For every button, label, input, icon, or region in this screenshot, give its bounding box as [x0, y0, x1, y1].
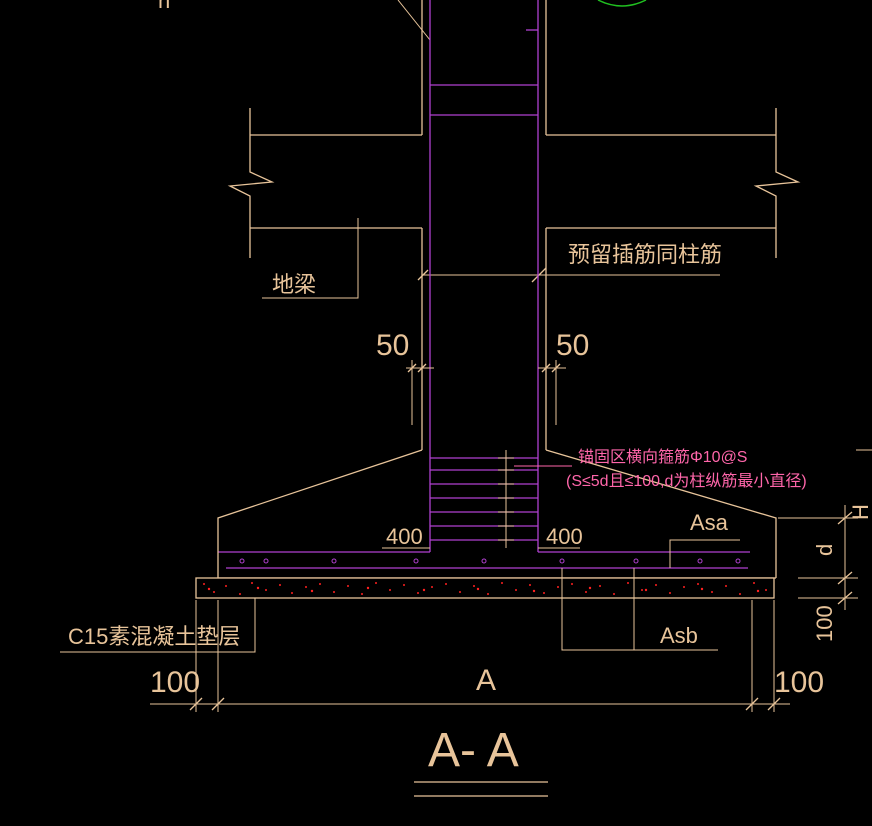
svg-text:C15素混凝土垫层: C15素混凝土垫层 [68, 624, 240, 649]
top-cut-text: h [158, 0, 170, 13]
svg-text:50: 50 [376, 329, 409, 362]
column-rebar [218, 0, 750, 569]
asb-label: Asb [561, 568, 718, 651]
offset-dimension-left: 50 [376, 329, 434, 425]
asa-label: Asa [669, 510, 740, 568]
bottom-dimension-chain [150, 600, 790, 712]
dim-side-h: H [848, 504, 872, 520]
dim-side-100: 100 [812, 605, 837, 642]
concrete-cushion [195, 577, 775, 599]
top-leader-line [397, 0, 431, 41]
svg-text:Asb: Asb [660, 623, 698, 648]
svg-text:A- A: A- A [428, 724, 519, 777]
anchor-dimension-right: 400 [538, 524, 583, 549]
svg-text:Asa: Asa [690, 510, 729, 535]
dim-side-d: d [812, 544, 837, 556]
cushion-aggregate [203, 582, 767, 595]
svg-text:400: 400 [546, 524, 583, 549]
bottom-bar-dots [239, 558, 741, 564]
svg-text:400: 400 [386, 524, 423, 549]
dim-left-100: 100 [150, 666, 200, 699]
stirrup-note: 锚固区横向箍筋Φ10@S (S≤5d且≤100,d为柱纵筋最小直径) [514, 448, 807, 490]
ground-beam-outline [227, 108, 801, 258]
dim-width-a: A [476, 664, 496, 697]
anchor-dimension-left: 400 [382, 524, 430, 549]
section-title: A- A [414, 724, 548, 797]
dowel-note: 预留插筋同柱筋 [417, 228, 722, 283]
svg-text:地梁: 地梁 [272, 272, 316, 297]
stirrup-spacing-ticks [498, 450, 514, 548]
green-circle-arc [597, 0, 647, 7]
offset-dimension-right: 50 [538, 329, 589, 425]
column-outline [421, 0, 547, 450]
side-dimension-chain [778, 449, 872, 610]
svg-text:锚固区横向箍筋Φ10@S: 锚固区横向箍筋Φ10@S [578, 448, 747, 466]
dim-right-100: 100 [774, 666, 824, 699]
svg-text:50: 50 [556, 329, 589, 362]
svg-text:预留插筋同柱筋: 预留插筋同柱筋 [568, 242, 722, 267]
cushion-label: C15素混凝土垫层 [60, 598, 256, 653]
svg-text:(S≤5d且≤100,d为柱纵筋最小直径): (S≤5d且≤100,d为柱纵筋最小直径) [566, 472, 807, 490]
ground-beam-label: 地梁 [262, 218, 359, 299]
